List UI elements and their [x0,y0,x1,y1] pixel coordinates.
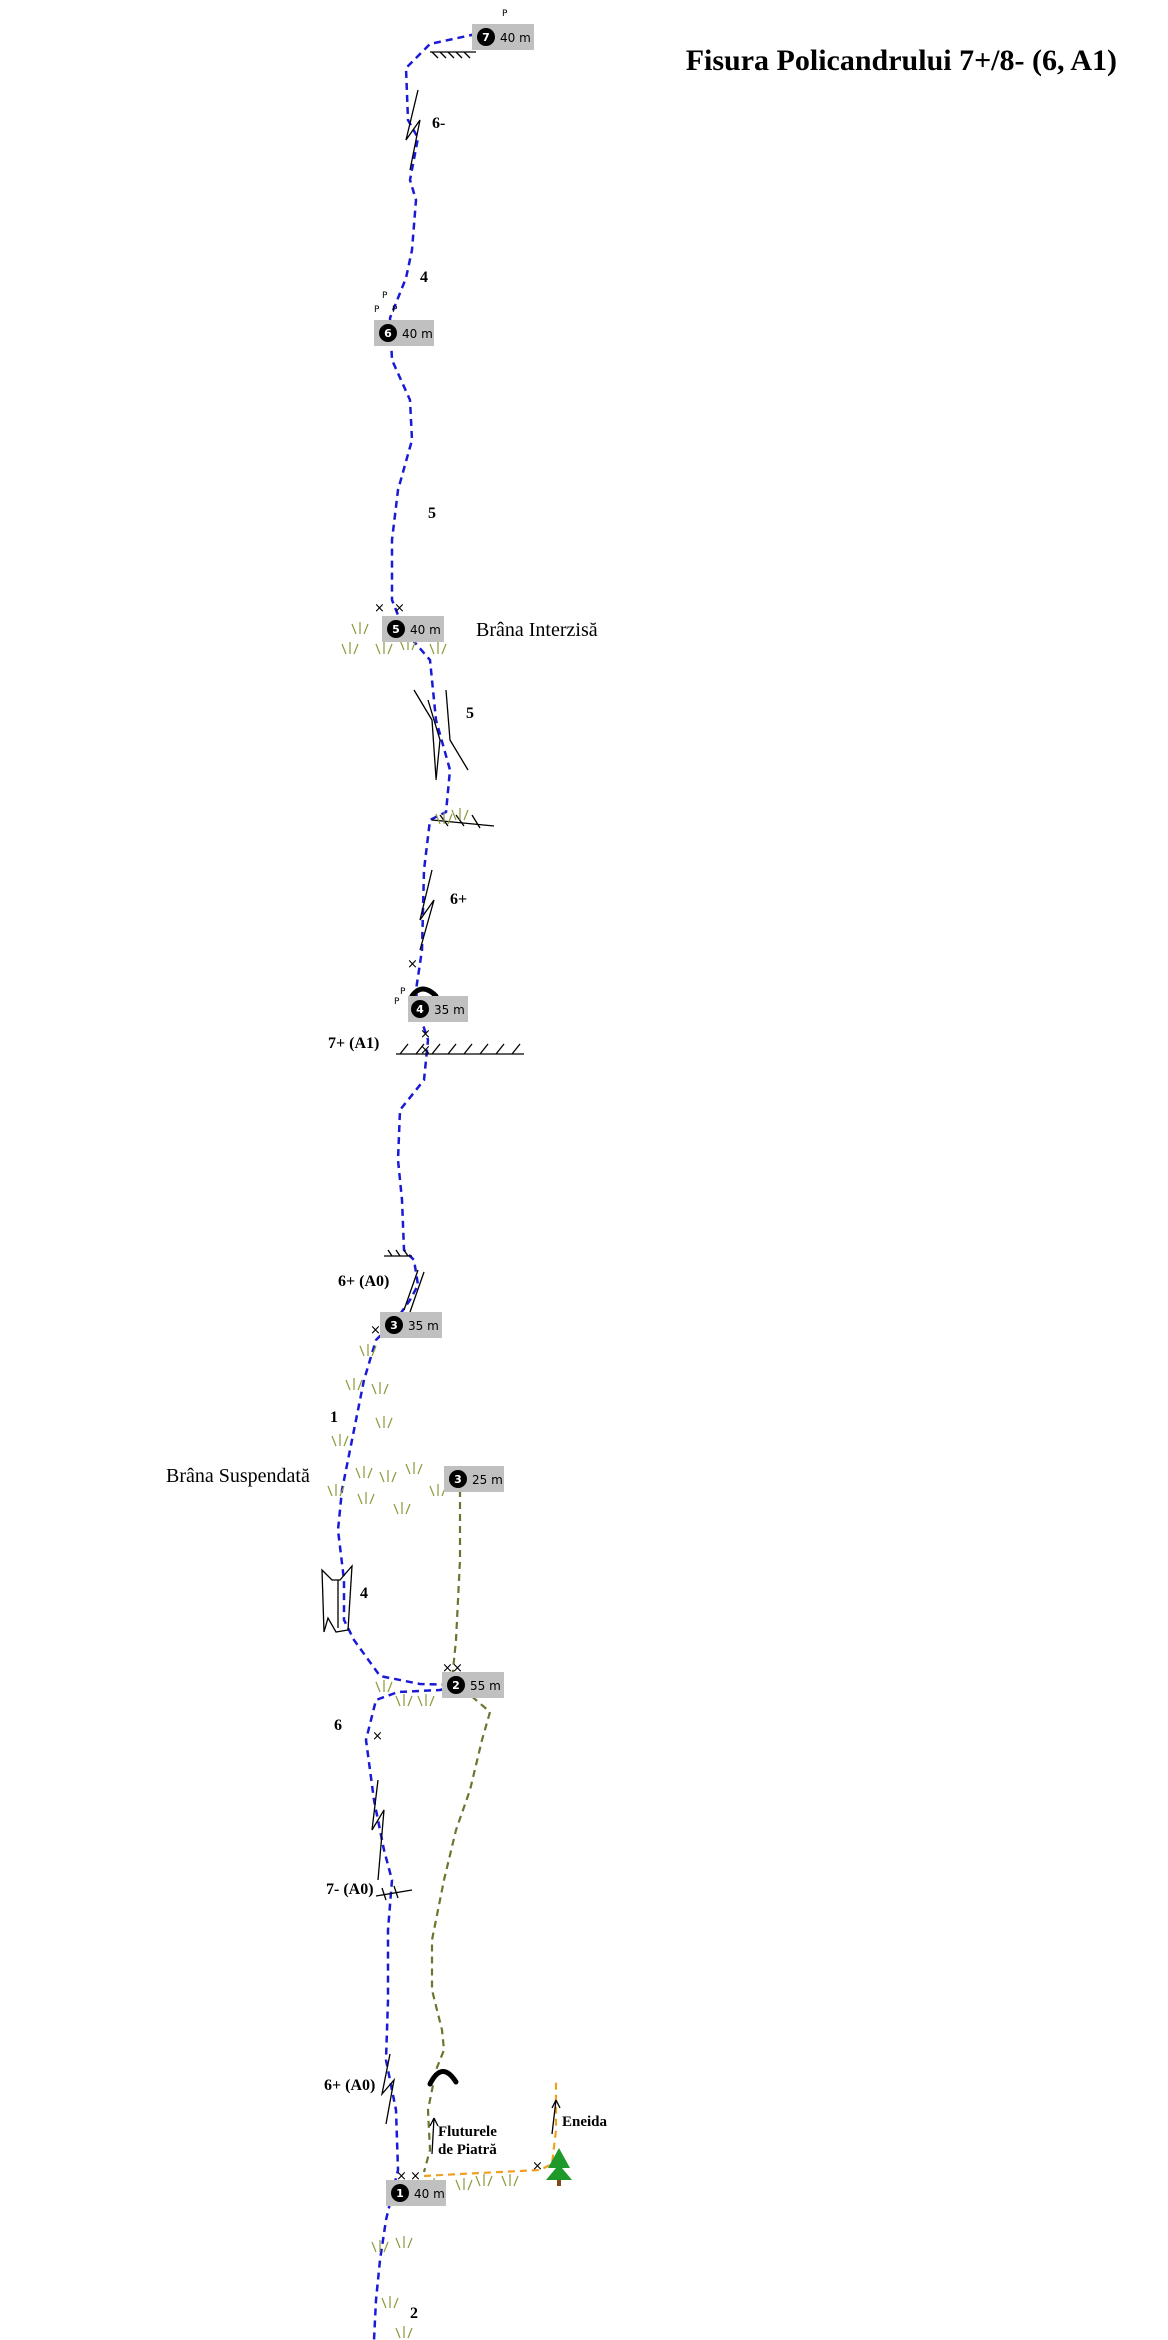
svg-text:×: × [394,601,405,616]
svg-text:P: P [400,987,406,997]
svg-text:5: 5 [392,623,400,636]
grade-pitch-4-upper: 6+ (A0) [338,1273,389,1290]
belay-5: 5 40 m [382,616,444,642]
piton-marks: P P P P P P [374,9,508,1007]
bolt-marks: × × × × × × × × × × × × [370,601,543,2184]
belay-3: 3 35 m [380,1312,442,1338]
svg-text:×: × [452,1661,463,1676]
variant-route-line [422,1490,492,2173]
svg-text:P: P [382,291,388,301]
grade-pitch-3: 4 [360,1585,368,1602]
svg-text:25 m: 25 m [472,1473,503,1487]
ledge-name-suspendata: Brâna Suspendată [166,1465,310,1487]
svg-text:55 m: 55 m [470,1679,501,1693]
svg-text:×: × [407,957,418,972]
svg-text:40 m: 40 m [500,31,531,45]
grade-pitch-3-ledge: 1 [330,1409,338,1426]
route-name-fluturele-line1: Fluturele [438,2124,497,2140]
grade-pitch-5-crack: 6+ [450,891,467,908]
grade-pitch-6: 5 [428,505,436,522]
belay-1: 1 40 m [386,2180,446,2206]
grade-pitch-7: 6- [432,115,445,132]
belay-7: 7 40 m [472,24,534,50]
svg-text:×: × [410,2169,421,2184]
grade-pitch-7-exit: 4 [420,269,428,286]
svg-text:7: 7 [482,31,490,44]
grade-approach: 2 [410,2305,418,2322]
svg-text:×: × [420,1027,431,1042]
svg-text:40 m: 40 m [402,327,433,341]
svg-text:×: × [370,1323,381,1338]
belay-3-variant: 3 25 m [444,1466,504,1492]
tree-icon [546,2148,572,2186]
route-name-fluturele-line2: de Piatră [438,2142,497,2158]
svg-text:1: 1 [396,2187,404,2200]
svg-text:4: 4 [416,1003,424,1016]
grade-pitch-4: 7+ (A1) [328,1035,379,1052]
grass-tufts [327,622,519,2339]
topo-title: Fisura Policandrului 7+/8- (6, A1) [686,44,1117,77]
svg-text:35 m: 35 m [408,1319,439,1333]
grade-pitch-2: 6 [334,1717,342,1734]
svg-text:×: × [396,2169,407,2184]
ledge-name-interzisa: Brâna Interzisă [476,619,598,641]
svg-text:40 m: 40 m [414,2187,445,2201]
grade-pitch-5: 5 [466,705,474,722]
svg-text:P: P [502,9,508,19]
belay-2: 2 55 m [442,1672,504,1698]
svg-text:2: 2 [452,1679,460,1692]
terrain-symbols [321,51,561,2155]
svg-text:×: × [532,2159,543,2174]
svg-text:40 m: 40 m [410,623,441,637]
svg-text:P: P [392,305,398,315]
belay-4: 4 35 m [408,996,468,1022]
svg-text:×: × [442,1661,453,1676]
svg-text:P: P [394,997,400,1007]
grade-pitch-2-crack: 7- (A0) [326,1881,374,1898]
svg-text:6: 6 [384,327,392,340]
svg-text:3: 3 [390,1319,398,1332]
route-name-eneida: Eneida [562,2114,608,2130]
svg-text:×: × [420,1043,431,1058]
svg-text:×: × [372,1729,383,1744]
main-route-line [336,32,477,2340]
svg-text:35 m: 35 m [434,1003,465,1017]
belay-6: 6 40 m [374,320,434,346]
svg-text:×: × [374,601,385,616]
svg-text:P: P [374,305,380,315]
grade-pitch-1: 6+ (A0) [324,2077,375,2094]
svg-text:3: 3 [454,1473,462,1486]
